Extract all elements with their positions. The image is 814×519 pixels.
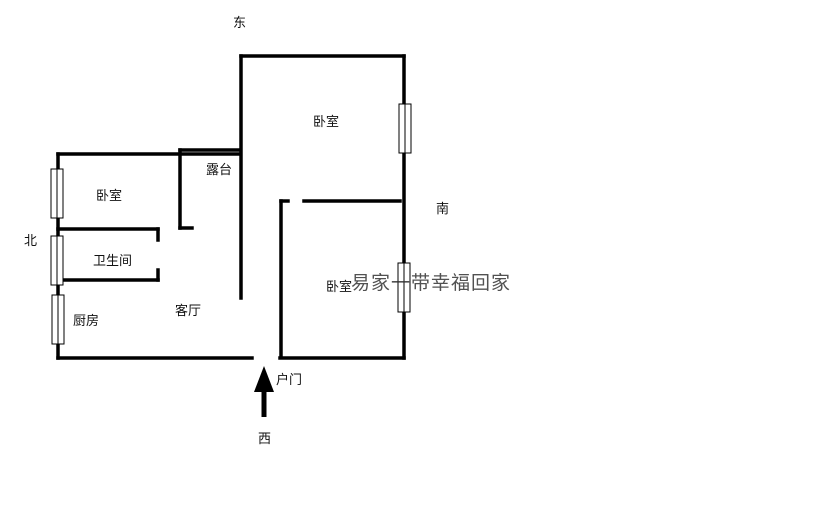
compass-east: 东 — [233, 16, 247, 31]
entrance-arrow-icon — [254, 366, 274, 392]
entrance-label: 户门 — [276, 373, 303, 388]
watermark: 易家一带幸福回家 — [351, 272, 512, 294]
room-living-room: 客厅 — [175, 304, 202, 319]
room-bedroom-south: 卧室 — [326, 280, 353, 295]
room-bedroom-east: 卧室 — [313, 115, 340, 130]
room-bathroom: 卫生间 — [93, 254, 133, 269]
compass-south: 南 — [436, 202, 450, 217]
compass-north: 北 — [24, 234, 38, 249]
room-kitchen: 厨房 — [73, 314, 100, 329]
room-bedroom-north: 卧室 — [96, 189, 123, 204]
room-terrace: 露台 — [206, 163, 233, 178]
compass-west: 西 — [258, 432, 272, 447]
